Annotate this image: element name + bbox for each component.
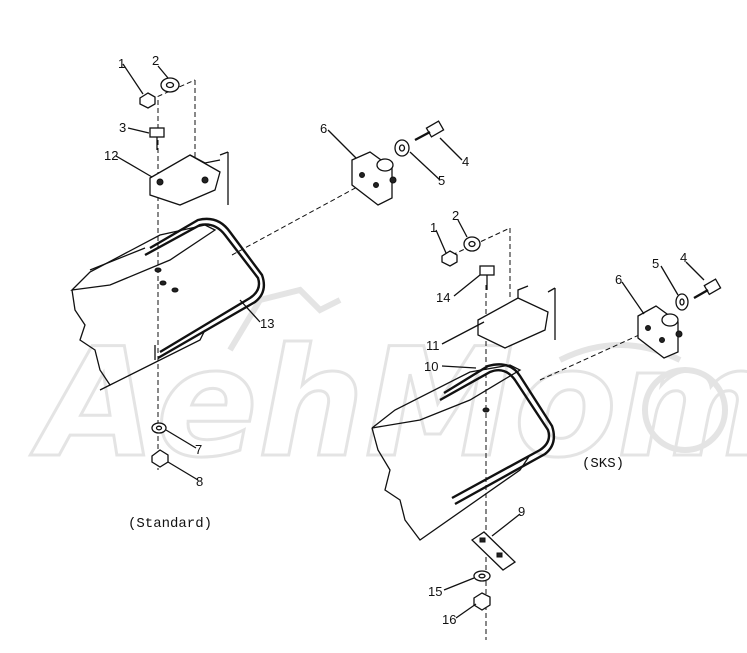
sks-assembly: 1 2 14 11 10 6 5 4 9 15 16 (SKS)	[371, 208, 722, 640]
callout-4-sks: 4	[680, 250, 687, 265]
nut-part-1-sks	[441, 250, 458, 267]
callout-10-sks: 10	[424, 359, 438, 374]
bolt-part-3	[149, 127, 165, 138]
handle-part-10	[439, 363, 556, 506]
watermark-text: AehMomo	[30, 317, 747, 491]
callout-9-sks: 9	[518, 504, 525, 519]
bracket-part-12	[149, 151, 229, 206]
nut-part-1	[139, 92, 156, 109]
bolt-part-4-sks	[693, 278, 722, 300]
body-panel-edge	[70, 224, 217, 291]
callout-4-standard: 4	[462, 154, 469, 169]
callout-16-sks: 16	[442, 612, 456, 627]
bracket-part-11	[477, 285, 556, 349]
callout-2-sks: 2	[452, 208, 459, 223]
caption-sks: (SKS)	[582, 456, 624, 472]
callout-15-sks: 15	[428, 584, 442, 599]
bolt-part-14	[479, 265, 495, 276]
callout-1-sks: 1	[430, 220, 437, 235]
callout-2-standard: 2	[152, 53, 159, 68]
plate-part-9	[470, 531, 517, 571]
callout-13-standard: 13	[260, 316, 274, 331]
bracket-part-6	[351, 151, 397, 206]
callout-11-sks: 11	[426, 338, 440, 353]
caption-standard: (Standard)	[128, 516, 212, 532]
callout-5-sks: 5	[652, 256, 659, 271]
callout-5-standard: 5	[438, 173, 445, 188]
body-panel-edge-sks	[371, 364, 522, 429]
handle-part-13	[89, 217, 266, 360]
callout-14-sks: 14	[436, 290, 450, 305]
watermark-logo: AehMomo	[29, 286, 747, 493]
callout-6-sks: 6	[615, 272, 622, 287]
standard-assembly: 1 2 3 12 6 4 5 13 7 8 (Standard)	[70, 53, 469, 532]
nut-part-16	[473, 592, 491, 611]
callout-8-standard: 8	[196, 474, 203, 489]
bracket-part-6-sks	[637, 305, 683, 359]
callout-7-standard: 7	[195, 442, 202, 457]
callout-1-standard: 1	[118, 56, 125, 71]
callout-3-standard: 3	[119, 120, 126, 135]
callout-12-standard: 12	[104, 148, 118, 163]
callout-6-standard: 6	[320, 121, 327, 136]
bolt-part-4	[414, 120, 445, 142]
